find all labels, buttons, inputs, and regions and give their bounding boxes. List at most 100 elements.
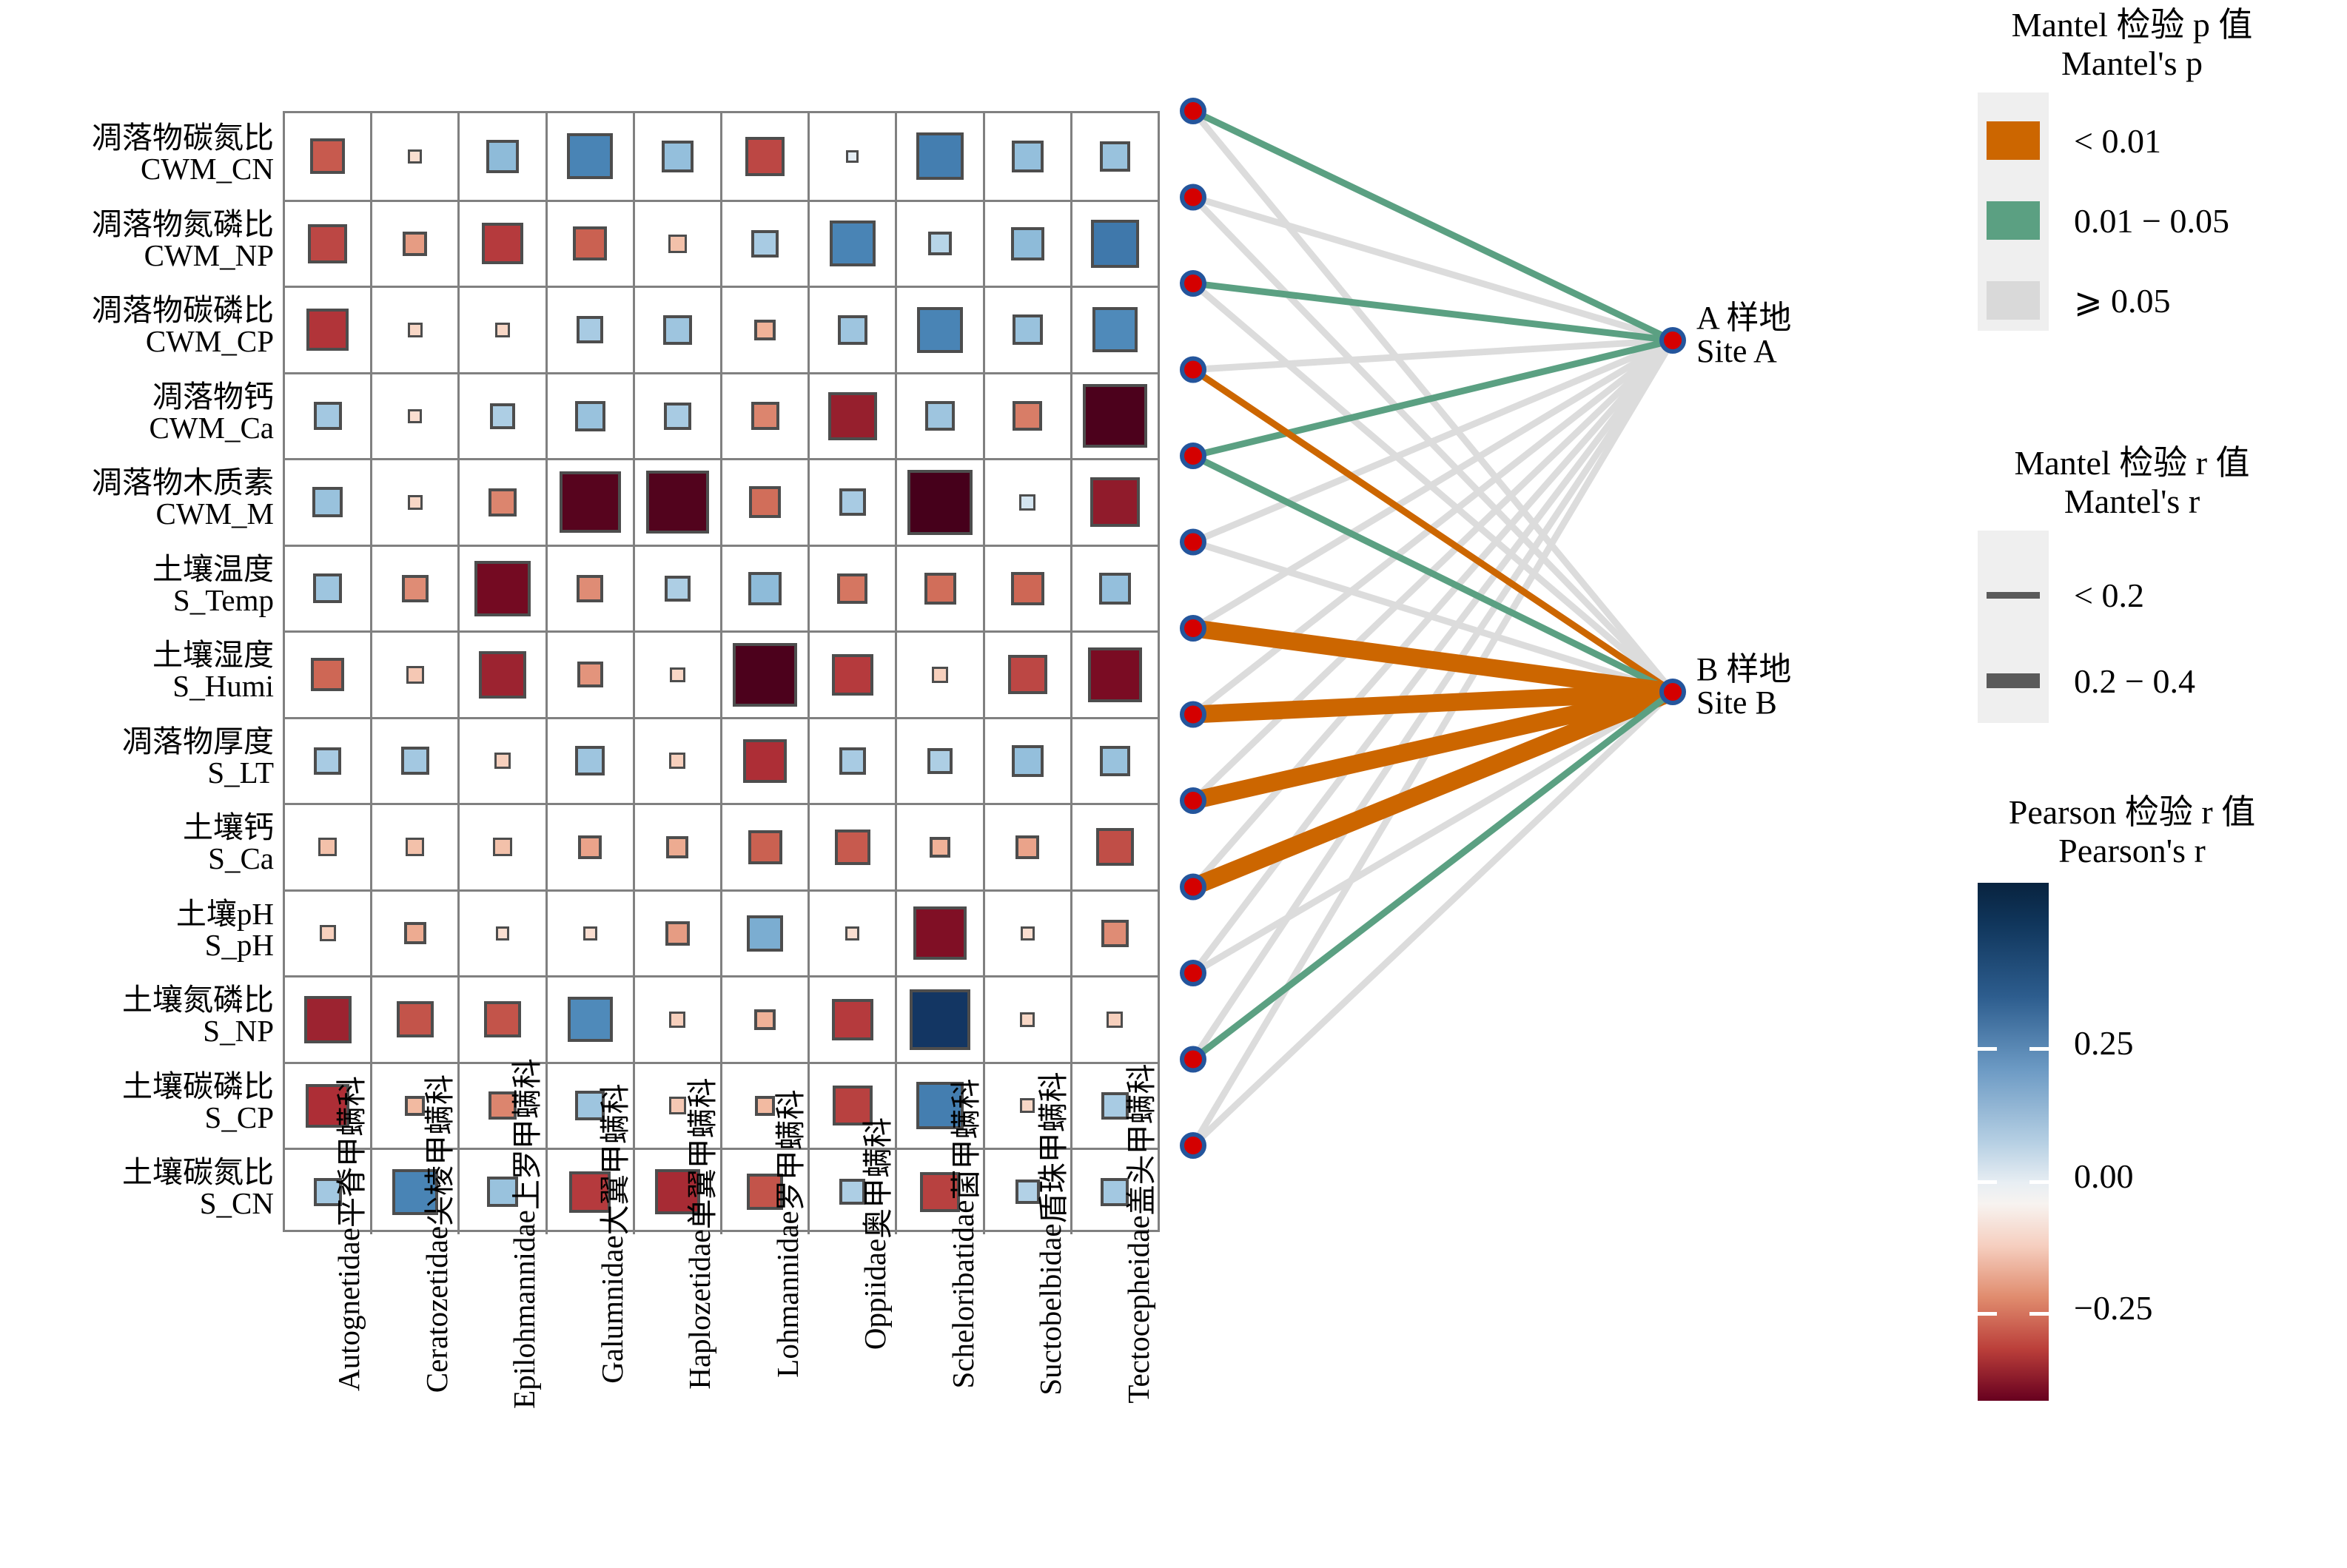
heatmap-cell-S_CP-Lohmannidae[interactable]	[720, 1063, 807, 1148]
heatmap-cell-S_LT-Haplozetidae[interactable]	[632, 719, 720, 803]
heatmap-cell-S_Ca-Tectocepheidae[interactable]	[1070, 805, 1158, 889]
heatmap-cell-S_CN-Suctobelbidae[interactable]	[982, 1150, 1070, 1234]
heatmap-cell-CWM_CN-Galumnidae[interactable]	[545, 113, 633, 200]
heatmap-cell-CWM_NP-Lohmannidae[interactable]	[720, 201, 807, 286]
variable-node-s_ph[interactable]	[1180, 873, 1206, 901]
heatmap-cell-S_CP-Epilohmannidae[interactable]	[457, 1063, 545, 1148]
heatmap-cell-CWM_Ca-Suctobelbidae[interactable]	[982, 374, 1070, 458]
heatmap-cell-S_CP-Haplozetidae[interactable]	[632, 1063, 720, 1148]
heatmap-cell-S_pH-Autognetidae[interactable]	[285, 892, 370, 976]
heatmap-cell-S_pH-Ceratozetidae[interactable]	[370, 891, 457, 975]
heatmap-cell-S_Humi-Scheloribatidae[interactable]	[895, 633, 982, 717]
heatmap-cell-S_CP-Suctobelbidae[interactable]	[982, 1063, 1070, 1148]
heatmap-cell-CWM_CN-Lohmannidae[interactable]	[720, 113, 807, 200]
heatmap-cell-S_pH-Oppiidae[interactable]	[807, 891, 895, 975]
heatmap-cell-S_CN-Epilohmannidae[interactable]	[457, 1150, 545, 1234]
heatmap-cell-S_Temp-Autognetidae[interactable]	[285, 547, 370, 631]
variable-node-s_cp[interactable]	[1180, 1046, 1206, 1073]
heatmap-cell-S_Humi-Oppiidae[interactable]	[807, 633, 895, 717]
heatmap-cell-S_CN-Oppiidae[interactable]	[807, 1150, 895, 1234]
heatmap-cell-CWM_CN-Epilohmannidae[interactable]	[457, 113, 545, 200]
heatmap-cell-CWM_CP-Galumnidae[interactable]	[545, 288, 633, 372]
heatmap-cell-CWM_CP-Scheloribatidae[interactable]	[895, 288, 982, 372]
heatmap-cell-CWM_CP-Lohmannidae[interactable]	[720, 288, 807, 372]
heatmap-cell-S_CN-Haplozetidae[interactable]	[632, 1150, 720, 1234]
heatmap-cell-S_Humi-Suctobelbidae[interactable]	[982, 633, 1070, 717]
heatmap-cell-CWM_M-Scheloribatidae[interactable]	[895, 460, 982, 545]
heatmap-cell-CWM_NP-Ceratozetidae[interactable]	[370, 201, 457, 286]
variable-node-cwm_m[interactable]	[1180, 443, 1206, 469]
heatmap-cell-S_Ca-Autognetidae[interactable]	[285, 805, 370, 889]
heatmap-cell-S_LT-Tectocepheidae[interactable]	[1070, 719, 1158, 803]
heatmap-cell-CWM_M-Ceratozetidae[interactable]	[370, 460, 457, 545]
heatmap-cell-S_CP-Autognetidae[interactable]	[285, 1064, 370, 1148]
heatmap-cell-CWM_CN-Autognetidae[interactable]	[285, 113, 370, 200]
heatmap-cell-S_NP-Autognetidae[interactable]	[285, 978, 370, 1062]
heatmap-cell-S_Humi-Epilohmannidae[interactable]	[457, 633, 545, 717]
heatmap-cell-CWM_M-Autognetidae[interactable]	[285, 460, 370, 545]
heatmap-cell-S_LT-Autognetidae[interactable]	[285, 719, 370, 804]
heatmap-cell-CWM_NP-Suctobelbidae[interactable]	[982, 201, 1070, 286]
heatmap-cell-CWM_M-Epilohmannidae[interactable]	[457, 460, 545, 545]
heatmap-cell-S_NP-Scheloribatidae[interactable]	[895, 978, 982, 1062]
heatmap-cell-S_pH-Haplozetidae[interactable]	[632, 891, 720, 975]
heatmap-cell-S_Humi-Galumnidae[interactable]	[545, 633, 633, 717]
heatmap-cell-S_LT-Suctobelbidae[interactable]	[982, 719, 1070, 803]
heatmap-cell-CWM_M-Haplozetidae[interactable]	[632, 460, 720, 545]
heatmap-cell-S_pH-Tectocepheidae[interactable]	[1070, 891, 1158, 975]
heatmap-cell-CWM_CP-Oppiidae[interactable]	[807, 288, 895, 372]
heatmap-cell-CWM_CP-Ceratozetidae[interactable]	[370, 288, 457, 372]
heatmap-cell-S_Temp-Lohmannidae[interactable]	[720, 546, 807, 630]
heatmap-cell-S_Humi-Ceratozetidae[interactable]	[370, 633, 457, 717]
heatmap-cell-CWM_CN-Tectocepheidae[interactable]	[1070, 113, 1158, 200]
heatmap-cell-S_Temp-Galumnidae[interactable]	[545, 546, 633, 630]
heatmap-cell-S_Temp-Tectocepheidae[interactable]	[1070, 546, 1158, 630]
heatmap-cell-S_pH-Suctobelbidae[interactable]	[982, 891, 1070, 975]
heatmap-cell-CWM_NP-Tectocepheidae[interactable]	[1070, 201, 1158, 286]
heatmap-cell-S_LT-Oppiidae[interactable]	[807, 719, 895, 803]
legend-r-item-0[interactable]: < 0.2	[1917, 556, 2347, 634]
heatmap-cell-CWM_Ca-Scheloribatidae[interactable]	[895, 374, 982, 458]
site-a-node[interactable]	[1659, 327, 1686, 354]
heatmap-cell-S_Temp-Haplozetidae[interactable]	[632, 546, 720, 630]
heatmap-cell-CWM_CN-Ceratozetidae[interactable]	[370, 113, 457, 200]
heatmap-cell-S_Temp-Epilohmannidae[interactable]	[457, 546, 545, 630]
variable-node-cwm_ca[interactable]	[1180, 356, 1206, 383]
heatmap-cell-S_Temp-Ceratozetidae[interactable]	[370, 546, 457, 630]
heatmap-cell-S_LT-Scheloribatidae[interactable]	[895, 719, 982, 803]
heatmap-cell-CWM_NP-Autognetidae[interactable]	[285, 202, 370, 286]
heatmap-cell-S_CN-Galumnidae[interactable]	[545, 1150, 633, 1234]
legend-p-item-1[interactable]: 0.01 − 0.05	[1917, 181, 2347, 260]
heatmap-cell-CWM_CP-Suctobelbidae[interactable]	[982, 288, 1070, 372]
heatmap-cell-CWM_CP-Tectocepheidae[interactable]	[1070, 288, 1158, 372]
heatmap-cell-S_LT-Galumnidae[interactable]	[545, 719, 633, 803]
heatmap-cell-CWM_CP-Haplozetidae[interactable]	[632, 288, 720, 372]
heatmap-cell-S_Temp-Suctobelbidae[interactable]	[982, 546, 1070, 630]
heatmap-cell-S_Ca-Scheloribatidae[interactable]	[895, 805, 982, 889]
heatmap-cell-CWM_NP-Galumnidae[interactable]	[545, 201, 633, 286]
heatmap-cell-S_CN-Autognetidae[interactable]	[285, 1150, 370, 1234]
heatmap-cell-CWM_NP-Oppiidae[interactable]	[807, 201, 895, 286]
variable-node-cwm_cn[interactable]	[1180, 98, 1206, 124]
heatmap-cell-S_Ca-Galumnidae[interactable]	[545, 805, 633, 889]
heatmap-cell-S_Ca-Oppiidae[interactable]	[807, 805, 895, 889]
heatmap-cell-CWM_M-Lohmannidae[interactable]	[720, 460, 807, 545]
heatmap-cell-S_CN-Lohmannidae[interactable]	[720, 1150, 807, 1234]
legend-p-item-0[interactable]: < 0.01	[1917, 101, 2347, 180]
heatmap-cell-S_Ca-Epilohmannidae[interactable]	[457, 805, 545, 889]
variable-node-s_lt[interactable]	[1180, 701, 1206, 728]
heatmap-cell-CWM_Ca-Epilohmannidae[interactable]	[457, 374, 545, 458]
heatmap-cell-S_Ca-Lohmannidae[interactable]	[720, 805, 807, 889]
heatmap-cell-CWM_Ca-Lohmannidae[interactable]	[720, 374, 807, 458]
heatmap-cell-S_NP-Epilohmannidae[interactable]	[457, 978, 545, 1062]
heatmap-cell-S_NP-Suctobelbidae[interactable]	[982, 978, 1070, 1062]
heatmap-cell-CWM_CN-Haplozetidae[interactable]	[632, 113, 720, 200]
heatmap-cell-S_CN-Scheloribatidae[interactable]	[895, 1150, 982, 1234]
heatmap-cell-CWM_Ca-Autognetidae[interactable]	[285, 374, 370, 459]
heatmap-cell-S_NP-Haplozetidae[interactable]	[632, 978, 720, 1062]
heatmap-cell-CWM_CP-Autognetidae[interactable]	[285, 288, 370, 372]
heatmap-cell-S_pH-Lohmannidae[interactable]	[720, 891, 807, 975]
heatmap-cell-S_pH-Epilohmannidae[interactable]	[457, 891, 545, 975]
heatmap-cell-S_NP-Tectocepheidae[interactable]	[1070, 978, 1158, 1062]
heatmap-cell-CWM_Ca-Haplozetidae[interactable]	[632, 374, 720, 458]
